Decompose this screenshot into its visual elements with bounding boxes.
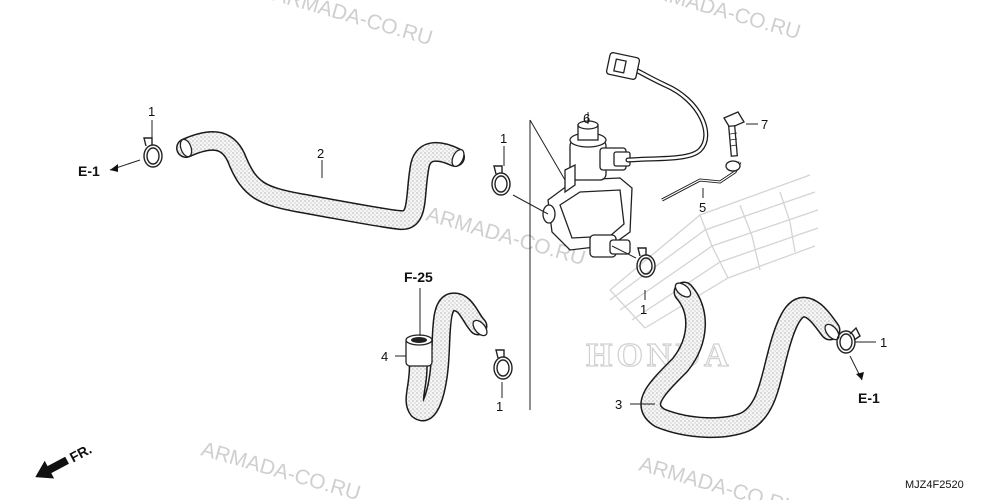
- bolt: [723, 111, 745, 157]
- assembly-divider-line: [529, 119, 566, 410]
- callout-bolt: 7: [761, 117, 768, 132]
- callout-air-valve: 6: [583, 111, 590, 126]
- callout-hose-upper: 2: [317, 146, 324, 161]
- front-direction-indicator: FR.: [35, 441, 94, 479]
- wire-harness: [605, 52, 709, 163]
- callout-clamp: 1: [496, 399, 503, 414]
- callout-clamp: 1: [880, 335, 887, 350]
- honda-brand-watermark: HONDA: [586, 337, 733, 374]
- reference-e1-left[interactable]: E-1: [78, 163, 100, 179]
- honda-wing-watermark: [609, 174, 819, 329]
- watermark-text: ARMADA-CO.RU: [271, 0, 435, 50]
- clamp-upper-mid: [491, 165, 511, 196]
- wire-stay: [661, 160, 742, 202]
- leader-lines: [109, 112, 876, 405]
- watermark-text: ARMADA-CO.RU: [199, 438, 363, 500]
- watermark-text: ARMADA-CO.RU: [637, 453, 801, 500]
- reference-e1-right[interactable]: E-1: [858, 390, 880, 406]
- watermark-text: ARMADA-CO.RU: [639, 0, 803, 44]
- air-injection-valve: [542, 120, 633, 258]
- clamp-upper-left: [143, 137, 163, 168]
- callout-clamp: 1: [640, 302, 647, 317]
- clamp-lower-mid: [493, 349, 513, 380]
- callout-wire-stay: 5: [699, 200, 706, 215]
- callout-clamp: 1: [500, 131, 507, 146]
- callout-hose-small: 4: [381, 349, 388, 364]
- front-label: FR.: [67, 441, 94, 466]
- hose-upper: [176, 130, 465, 230]
- hose-small: [405, 292, 488, 422]
- clamp-right: [836, 326, 861, 354]
- reference-f25[interactable]: F-25: [404, 269, 433, 285]
- drawing-code: MJZ4F2520: [905, 479, 964, 491]
- hose-lower-right: [640, 281, 841, 439]
- callout-clamp: 1: [148, 104, 155, 119]
- clamp-valve-outlet: [636, 247, 656, 278]
- callout-hose-lower-right: 3: [615, 397, 622, 412]
